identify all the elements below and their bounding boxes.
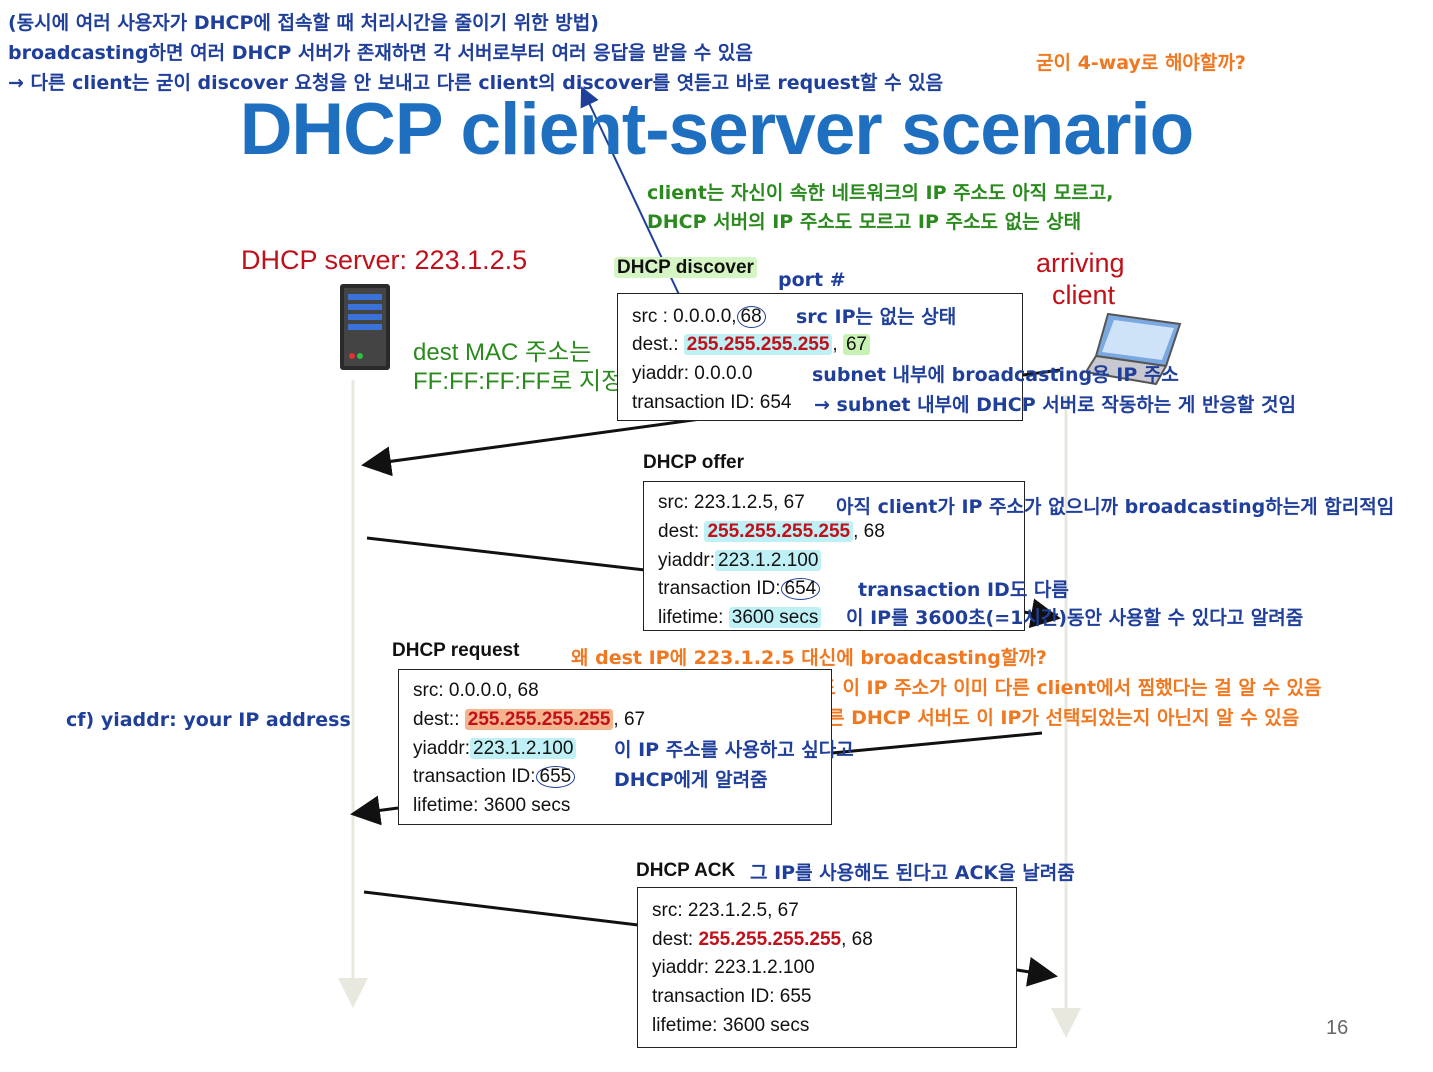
ack-label: DHCP ACK	[636, 860, 736, 881]
server-tower-icon	[338, 282, 392, 377]
discover-dest: dest.: 255.255.255.255, 67	[632, 334, 871, 356]
ack-arrow-tail	[1016, 956, 1058, 987]
offer-label: DHCP offer	[643, 452, 744, 473]
answer-note-1: 다른 client도 이 IP 주소가 이미 다른 client에서 찜했다는 …	[717, 677, 1322, 699]
request-arrow-tail	[831, 731, 1043, 755]
offer-arrow-tail	[1023, 598, 1061, 629]
note-client-state-1: client는 자신이 속한 네트워크의 IP 주소도 아직 모르고,	[647, 182, 1114, 204]
ack-note: 그 IP를 사용해도 된다고 ACK을 날려줌	[750, 862, 1075, 884]
request-lifetime: lifetime: 3600 secs	[413, 795, 571, 816]
request-arrow-head	[350, 795, 399, 826]
transaction-note: → subnet 내부에 DHCP 서버로 작동하는 게 반응할 것임	[814, 394, 1296, 416]
request-transaction-note: DHCP에게 알려줌	[614, 769, 768, 791]
offer-lifetime-note: 이 IP를 3600초(=1시간)동안 사용할 수 있다고 알려줌	[846, 607, 1304, 629]
discover-transaction: transaction ID: 654	[632, 392, 792, 413]
annotation-arrow	[580, 86, 691, 319]
discover-message-box: src : 0.0.0.0,68 dest.: 255.255.255.255,…	[617, 293, 1023, 421]
slide-title: DHCP client-server scenario	[239, 89, 1195, 170]
src-port-circle: 68	[736, 306, 766, 328]
offer-src: src: 223.1.2.5, 67	[658, 492, 805, 513]
offer-message-box: src: 223.1.2.5, 67 dest: 255.255.255.255…	[643, 481, 1025, 631]
server-label: DHCP server: 223.1.2.5	[241, 245, 528, 275]
request-src: src: 0.0.0.0, 68	[413, 680, 539, 701]
ack-arrow-segment	[363, 890, 639, 927]
page-number: 16	[1326, 1017, 1349, 1039]
broadcast-ip-note: subnet 내부에 broadcasting용 IP 주소	[812, 364, 1179, 386]
answer-note-2: + 다른 DHCP 서버도 이 IP가 선택되었는지 아닌지 알 수 있음	[787, 707, 1300, 729]
note-client-state-2: DHCP 서버의 IP 주소도 모르고 IP 주소도 없는 상태	[647, 211, 1082, 233]
note-concurrency: (동시에 여러 사용자가 DHCP에 접속할 때 처리시간을 줄이기 위한 방법…	[8, 12, 599, 34]
client-label-1: arriving	[1036, 248, 1125, 278]
note-broadcast-responses: broadcasting하면 여러 DHCP 서버가 존재하면 각 서버로부터 …	[8, 42, 753, 64]
laptop-icon	[1084, 310, 1186, 395]
request-yiaddr-note: 이 IP 주소를 사용하고 싶다고	[614, 739, 854, 761]
offer-broadcast-note: 아직 client가 IP 주소가 없으니까 broadcasting하는게 합…	[836, 496, 1395, 518]
ack-yiaddr: yiaddr: 223.1.2.100	[652, 957, 815, 978]
request-dest: dest:: 255.255.255.255, 67	[413, 709, 646, 730]
note-four-way: 굳이 4-way로 해야할까?	[1036, 52, 1246, 74]
ack-transaction: transaction ID: 655	[652, 986, 812, 1007]
discover-src: src : 0.0.0.0,68	[632, 306, 766, 328]
offer-transaction-note: transaction ID도 다름	[858, 579, 1069, 601]
discover-yiaddr: yiaddr: 0.0.0.0	[632, 363, 753, 384]
offer-arrow-segment	[366, 536, 646, 572]
ack-message-box: src: 223.1.2.5, 67 dest: 255.255.255.255…	[637, 887, 1017, 1048]
ack-lifetime: lifetime: 3600 secs	[652, 1015, 810, 1036]
why-broadcast-note: 왜 dest IP에 223.1.2.5 대신에 broadcasting할까?	[571, 647, 1047, 669]
discover-label: DHCP discover	[614, 257, 757, 279]
offer-transaction: transaction ID:654	[658, 578, 821, 600]
client-label-2: client	[1052, 280, 1116, 310]
note-eavesdrop: → 다른 client는 굳이 discover 요청을 안 보내고 다른 cl…	[8, 72, 944, 94]
port-note: port #	[778, 269, 846, 291]
dest-mac-note-1: dest MAC 주소는	[413, 339, 592, 366]
offer-dest: dest: 255.255.255.255, 68	[658, 521, 885, 542]
request-transaction: transaction ID:655	[413, 766, 576, 788]
request-yiaddr: yiaddr:223.1.2.100	[413, 738, 577, 760]
request-label: DHCP request	[392, 640, 520, 661]
ack-src: src: 223.1.2.5, 67	[652, 900, 799, 921]
offer-lifetime: lifetime: 3600 secs	[658, 607, 822, 629]
cf-yiaddr-note: cf) yiaddr: your IP address	[66, 709, 351, 731]
offer-yiaddr: yiaddr:223.1.2.100	[658, 550, 822, 572]
src-ip-note: src IP는 없는 상태	[796, 306, 957, 328]
request-message-box: src: 0.0.0.0, 68 dest:: 255.255.255.255,…	[398, 669, 832, 825]
ack-dest: dest: 255.255.255.255, 68	[652, 929, 873, 950]
dest-mac-note-2: FF:FF:FF:FF로 지정	[413, 368, 624, 395]
